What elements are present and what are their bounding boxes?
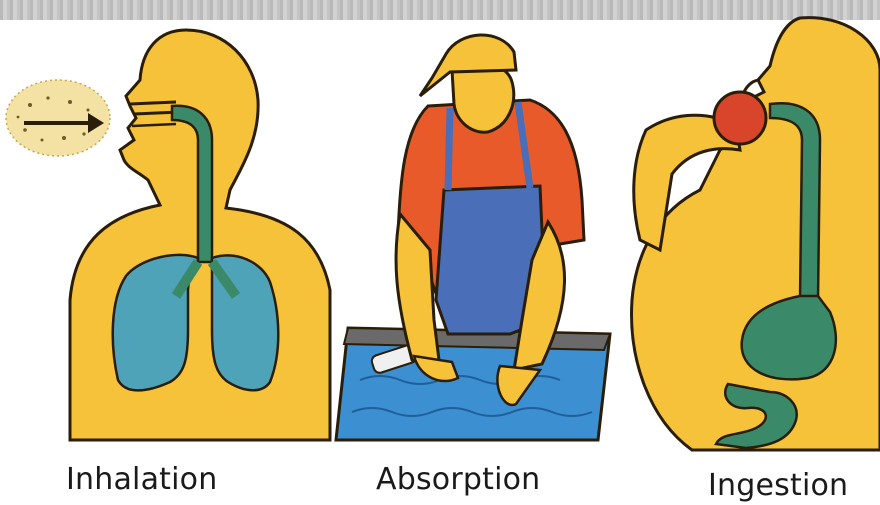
caption-inhalation: Inhalation (66, 462, 217, 497)
inhalation-panel (6, 30, 330, 440)
water-tray (336, 328, 610, 440)
absorption-panel (336, 35, 610, 440)
apple (714, 80, 766, 144)
ingestion-panel (632, 18, 880, 450)
ingestion-body (632, 18, 880, 450)
caption-absorption: Absorption (376, 462, 540, 497)
caption-ingestion: Ingestion (708, 468, 848, 503)
